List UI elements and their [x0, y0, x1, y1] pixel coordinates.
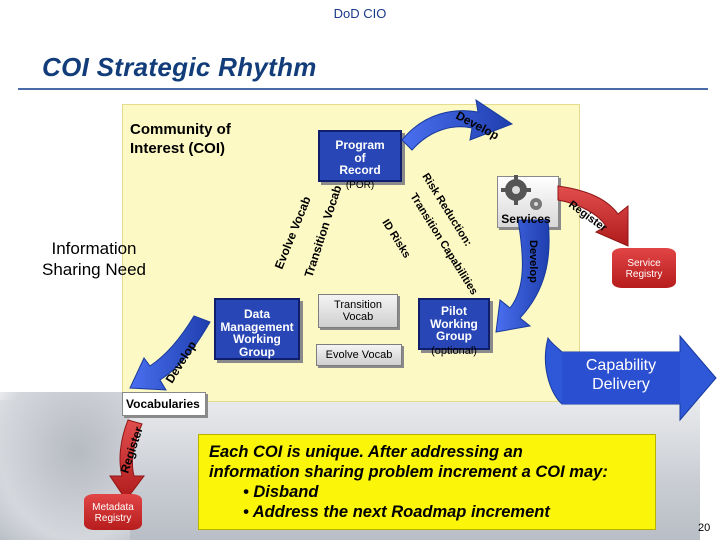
metadata-registry-line1: Metadata	[92, 502, 134, 513]
capability-delivery: Capability Delivery	[562, 352, 680, 404]
services-label: Services	[501, 212, 551, 226]
gear-small-icon	[530, 198, 542, 210]
tv-line2: Vocab	[342, 311, 374, 323]
develop-top-arrow	[401, 98, 514, 151]
capability-line1: Capability	[585, 357, 657, 374]
evolve-vocab-box: Evolve Vocab	[316, 344, 402, 366]
community-label: Community of Interest (COI)	[130, 121, 231, 157]
service-registry-line1: Service	[627, 258, 661, 269]
pilot-line3: Group	[436, 329, 472, 344]
develop-right-arrow	[495, 219, 550, 333]
data-management-wg-box: Data Management Working Group	[214, 298, 300, 360]
program-of-record-box: Program of Record	[318, 130, 402, 182]
transition-vocab-box: Transition Vocab	[318, 294, 398, 328]
pilot-wg-box: Pilot Working Group	[418, 298, 490, 350]
develop-right-text: Develop	[527, 240, 539, 283]
info-sharing-need: Information Sharing Need	[42, 239, 146, 280]
register-right-arrow	[557, 185, 629, 247]
pilot-optional: (optional)	[431, 345, 477, 357]
note-bullet-roadmap: • Address the next Roadmap increment	[243, 503, 550, 522]
por-abbr: (POR)	[345, 180, 375, 191]
pilot-line2: Working	[430, 316, 478, 331]
vocabularies-box: Vocabularies	[122, 392, 206, 416]
service-registry-line2: Registry	[625, 269, 663, 280]
note-line1: Each COI is unique. After addressing an	[209, 443, 523, 461]
service-registry: Service Registry	[612, 248, 676, 288]
pilot-line1: Pilot	[441, 304, 467, 318]
metadata-registry: Metadata Registry	[84, 494, 142, 530]
por-line3: Record	[339, 163, 381, 178]
register-left-arrow	[109, 419, 145, 501]
dmwg-line2: Management	[220, 319, 294, 334]
note-line2: information sharing problem increment a …	[209, 463, 608, 482]
tv-line1: Transition	[334, 299, 382, 311]
header-org: DoD CIO	[333, 6, 387, 21]
id-risks-text: ID Risks	[379, 217, 412, 260]
develop-left-arrow	[129, 315, 211, 391]
title-divider	[18, 88, 708, 90]
metadata-registry-line2: Registry	[94, 513, 132, 524]
coi-note: Each COI is unique. After addressing an …	[198, 434, 656, 530]
page-title: COI Strategic Rhythm	[42, 52, 317, 82]
dmwg-line4: Group	[239, 344, 275, 359]
page-number: 20	[698, 522, 711, 534]
dmwg-line1: Data	[243, 307, 270, 321]
gear-icon	[501, 175, 531, 205]
por-line2: of	[354, 150, 366, 165]
capability-line2: Delivery	[592, 376, 650, 394]
dmwg-line3: Working	[233, 332, 281, 347]
por-line1: Program	[335, 138, 385, 152]
note-bullet-disband: • Disband	[243, 483, 319, 502]
